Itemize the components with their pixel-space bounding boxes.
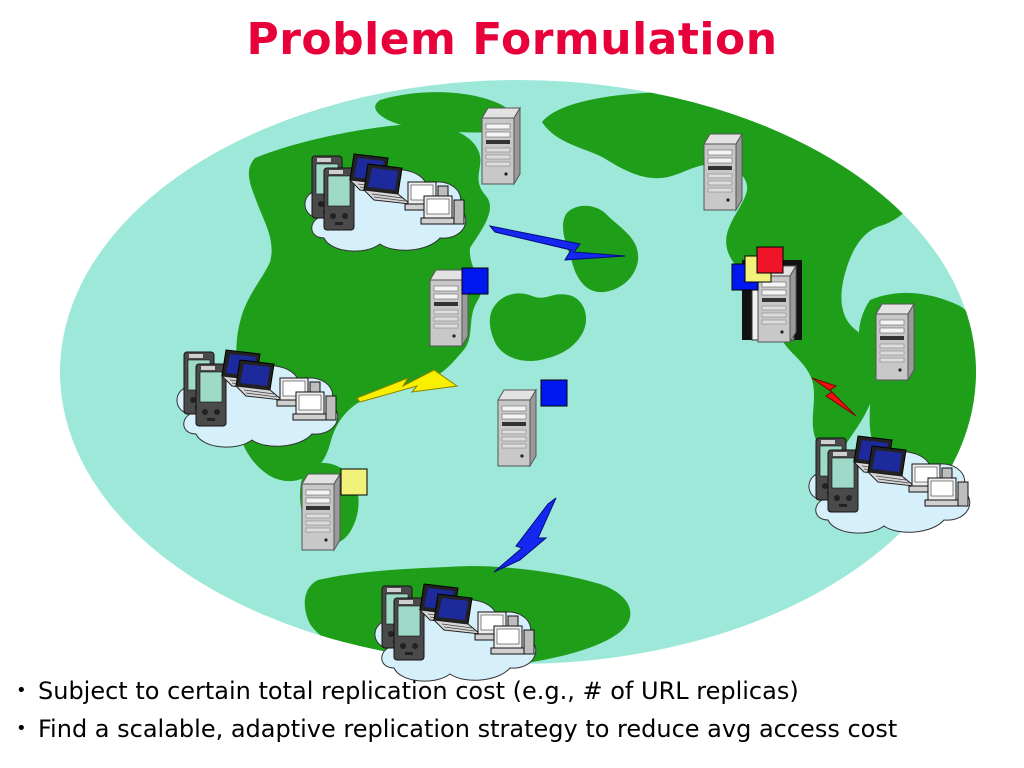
bullet-text: Subject to certain total replication cos… [38, 677, 799, 705]
replica-blue-center [540, 379, 568, 407]
bolt-south [493, 497, 557, 573]
replica-blue-center-north [461, 267, 489, 295]
server-south-west [301, 473, 341, 551]
bullet-dot: • [16, 718, 27, 739]
north-west-island [314, 248, 331, 277]
server-center [497, 389, 537, 467]
slide-title: Problem Formulation [246, 14, 778, 65]
bullet-text: Find a scalable, adaptive replication st… [38, 715, 898, 743]
eurasia-land [542, 92, 913, 452]
north-island [375, 92, 512, 133]
bullet-list: • Subject to certain total replication co… [16, 672, 1016, 748]
bullet-item: • Find a scalable, adaptive replication s… [16, 710, 1016, 748]
bolt-north [488, 225, 626, 261]
replica-red-east [756, 246, 784, 274]
server-north-east [703, 133, 743, 211]
bullet-dot: • [16, 680, 27, 701]
bolt-east [811, 377, 857, 417]
bullet-item: • Subject to certain total replication co… [16, 672, 1016, 710]
central-peninsula [489, 293, 587, 362]
server-far-east [875, 303, 915, 381]
replica-yellow-south-west [340, 468, 368, 496]
bolt-center [356, 369, 459, 403]
server-north [481, 107, 521, 185]
east-island [562, 205, 639, 293]
